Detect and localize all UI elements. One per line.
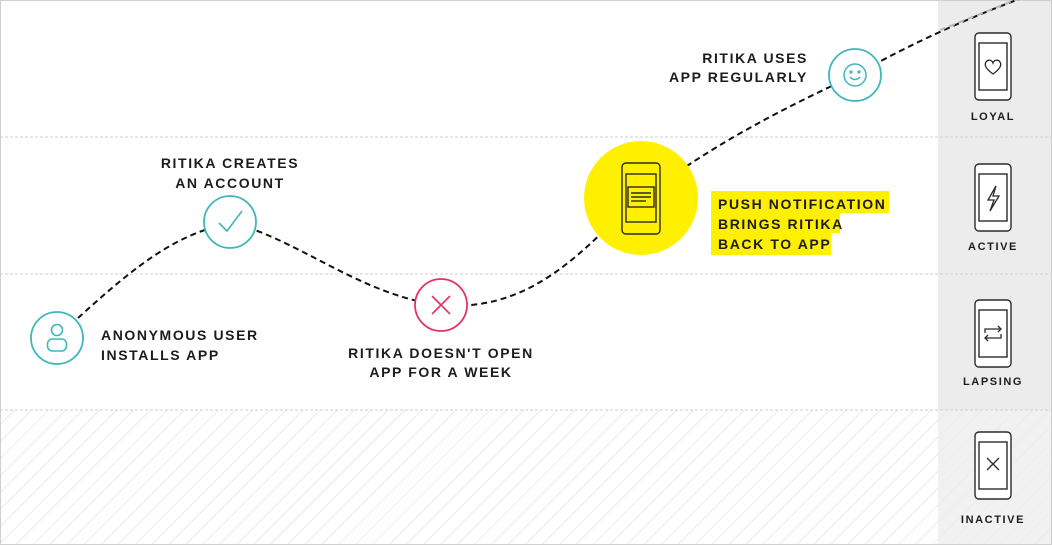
checkmark-icon — [218, 210, 243, 233]
step-account: RITIKA CREATES AN ACCOUNT — [161, 155, 299, 249]
journey-path — [77, 74, 856, 319]
stage-active: ACTIVE — [968, 163, 1018, 253]
step-push-highlight-3 — [711, 231, 831, 255]
heart-icon — [984, 59, 1002, 75]
stage-label-active: ACTIVE — [968, 241, 1018, 253]
step-push-circle — [584, 141, 698, 255]
smiley-icon — [843, 63, 867, 87]
repeat-arrows-icon — [984, 325, 1002, 342]
stage-loyal: LOYAL — [971, 32, 1015, 123]
step-regular-line2: APP REGULARLY — [669, 69, 808, 85]
stage-inactive: INACTIVE — [961, 431, 1025, 526]
step-install-line1: ANONYMOUS USER — [101, 327, 259, 343]
stage-label-lapsing: LAPSING — [963, 376, 1023, 388]
journey-path-fade — [939, 0, 1018, 31]
step-account-line2: AN ACCOUNT — [175, 175, 285, 191]
inactive-zone-hatch — [0, 410, 1052, 545]
step-no-open-line1: RITIKA DOESN'T OPEN — [348, 345, 534, 361]
step-install-line2: INSTALLS APP — [101, 347, 220, 363]
phone-outline — [974, 32, 1012, 101]
stage-lapsing: LAPSING — [963, 299, 1023, 388]
step-account-circle — [203, 195, 257, 249]
user-icon — [46, 323, 68, 352]
step-install: ANONYMOUS USER INSTALLS APP — [30, 311, 259, 365]
step-push: PUSH NOTIFICATION BRINGS RITIKA BACK TO … — [584, 141, 889, 255]
phone-notification-icon — [621, 162, 661, 235]
phone-outline — [974, 299, 1012, 368]
step-account-line1: RITIKA CREATES — [161, 155, 299, 171]
step-install-circle — [30, 311, 84, 365]
step-no-open: RITIKA DOESN'T OPEN APP FOR A WEEK — [348, 278, 534, 380]
stage-label-loyal: LOYAL — [971, 111, 1015, 123]
x-icon — [431, 295, 451, 315]
step-regular-circle — [828, 48, 882, 102]
step-push-highlight-1 — [711, 191, 889, 213]
step-no-open-line2: APP FOR A WEEK — [369, 364, 512, 380]
phone-outline — [974, 163, 1012, 232]
step-regular-line1: RITIKA USES — [702, 50, 808, 66]
lightning-icon — [986, 185, 1001, 212]
phone-outline — [974, 431, 1012, 500]
step-push-line2: BRINGS RITIKA — [718, 216, 844, 232]
step-push-line3: BACK TO APP — [718, 236, 831, 252]
step-push-line1: PUSH NOTIFICATION — [718, 196, 887, 212]
journey-path-continued — [854, 0, 1020, 76]
step-regular: RITIKA USES APP REGULARLY — [669, 48, 882, 102]
step-push-highlight-2 — [711, 211, 840, 233]
stage-label-inactive: INACTIVE — [961, 514, 1025, 526]
x-icon — [986, 457, 1000, 471]
